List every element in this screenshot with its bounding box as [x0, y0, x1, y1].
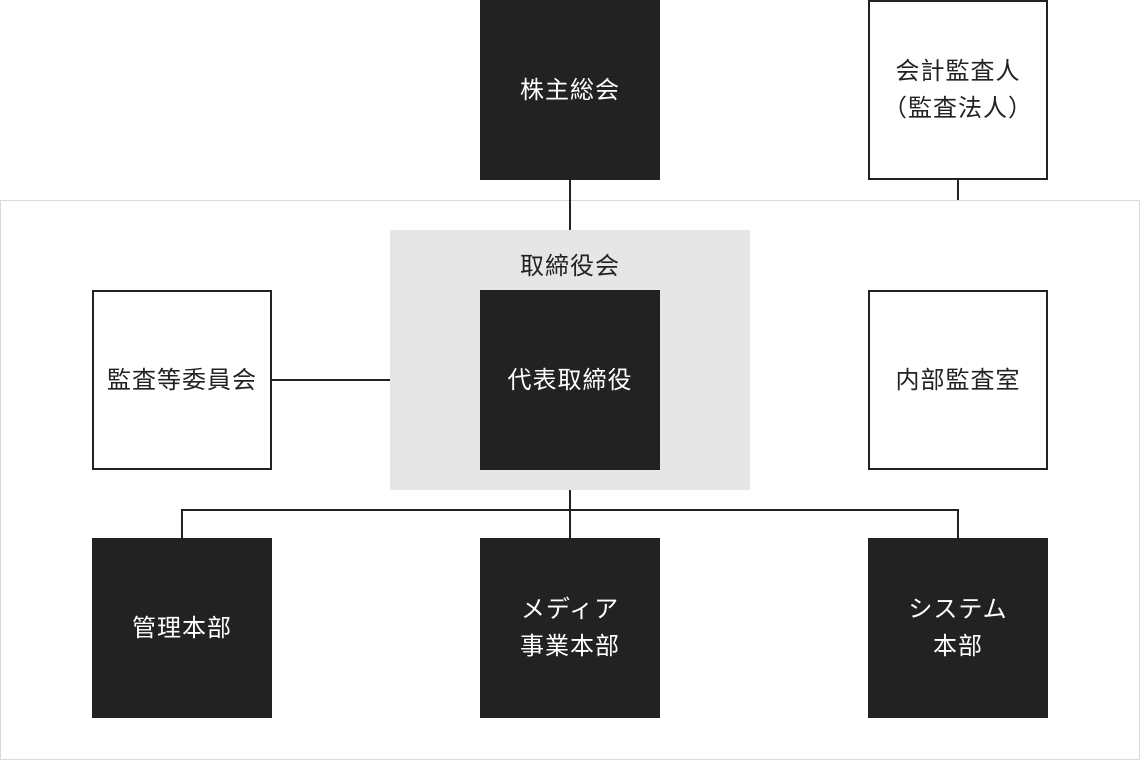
media-division-label-line2: 事業本部 [520, 632, 620, 660]
internal-audit-office-label: 内部監査室 [895, 365, 1021, 394]
connector-to-admin-division [181, 509, 183, 538]
connector-shareholders-to-board [569, 180, 571, 230]
accounting-auditor-label-line2: （監査法人） [883, 94, 1033, 122]
system-division-label-line1: システム [908, 595, 1008, 623]
audit-committee-box: 監査等委員会 [92, 290, 272, 470]
admin-division-label: 管理本部 [132, 613, 232, 642]
accounting-auditor-label-line1: 会計監査人 [895, 57, 1021, 85]
system-division-label-line2: 本部 [933, 632, 983, 660]
connector-to-system-division [957, 509, 959, 538]
internal-audit-office-box: 内部監査室 [868, 290, 1048, 470]
shareholders-meeting-box: 株主総会 [480, 0, 660, 180]
connector-auditor-to-frame [957, 179, 959, 200]
media-division-box: メディア 事業本部 [480, 538, 660, 718]
connector-audit-committee-to-board [272, 379, 390, 381]
audit-committee-label: 監査等委員会 [107, 365, 257, 394]
media-division-label-line1: メディア [520, 595, 620, 623]
representative-director-box: 代表取締役 [480, 290, 660, 470]
connector-rep-to-divisions [569, 470, 571, 538]
system-division-box: システム 本部 [868, 538, 1048, 718]
admin-division-box: 管理本部 [92, 538, 272, 718]
accounting-auditor-box: 会計監査人 （監査法人） [868, 0, 1048, 180]
representative-director-label: 代表取締役 [507, 365, 633, 394]
shareholders-meeting-label: 株主総会 [520, 75, 620, 104]
connector-divisions-horizontal [181, 509, 959, 511]
board-of-directors-label: 取締役会 [520, 252, 620, 280]
